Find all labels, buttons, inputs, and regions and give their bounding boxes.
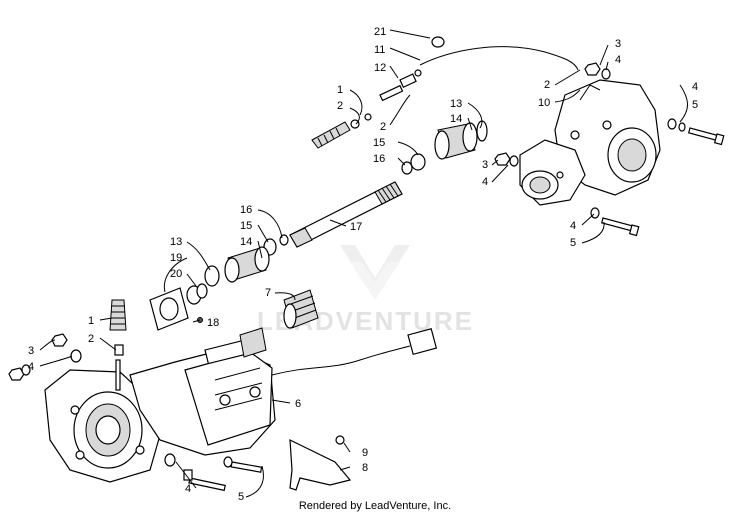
drive-shaft xyxy=(289,181,403,248)
callout-19: 19 xyxy=(170,252,182,264)
footer-credit: Rendered by LeadVenture, Inc. xyxy=(298,500,452,512)
callout-2-housing: 2 xyxy=(544,79,550,91)
shift-cable xyxy=(379,36,579,102)
callout-13-lower: 13 xyxy=(170,236,182,248)
callout-4-bolt: 4 xyxy=(692,81,698,93)
rear-gear-housing xyxy=(519,79,661,206)
callout-7: 7 xyxy=(265,287,271,299)
housing-bolt-upper xyxy=(667,118,725,146)
callout-2-cable: 2 xyxy=(380,121,386,133)
watermark-logo xyxy=(340,245,410,300)
callout-4-mid: 4 xyxy=(482,176,488,188)
bearing-plate xyxy=(149,283,208,331)
callout-4-bottom: 4 xyxy=(185,483,191,495)
callout-16-upper: 16 xyxy=(373,153,385,165)
leader-lines xyxy=(39,29,688,498)
callout-4-lower-right: 4 xyxy=(570,220,576,232)
callout-16-lower: 16 xyxy=(240,204,252,216)
callout-2-top: 2 xyxy=(337,100,343,112)
nut-washer-mid-right xyxy=(494,152,519,167)
callout-3-mid: 3 xyxy=(482,159,488,171)
callout-15-lower: 15 xyxy=(240,220,252,232)
housing-bolt-lower xyxy=(590,207,640,237)
callout-15-upper: 15 xyxy=(373,137,385,149)
callout-2-left: 2 xyxy=(88,333,94,345)
callout-20: 20 xyxy=(170,268,182,280)
callout-5-lower-right: 5 xyxy=(570,237,576,249)
callout-5-bottom: 5 xyxy=(238,491,244,503)
callout-8: 8 xyxy=(362,462,368,474)
callout-11: 11 xyxy=(374,44,385,56)
bracket-clip xyxy=(289,435,352,491)
transmission-body xyxy=(129,327,276,456)
lower-bolts xyxy=(164,453,263,492)
callout-12: 12 xyxy=(374,62,386,74)
callout-14-upper: 14 xyxy=(450,113,462,125)
callout-4-right: 4 xyxy=(615,54,621,66)
shift-lever-boot xyxy=(109,299,127,391)
callout-9: 9 xyxy=(362,447,368,459)
callout-5-bolt: 5 xyxy=(692,99,698,111)
callout-3-left: 3 xyxy=(28,345,34,357)
wire-harness xyxy=(271,328,438,376)
callout-17: 17 xyxy=(350,221,362,233)
cable-boot-top xyxy=(311,113,372,149)
callout-3-right: 3 xyxy=(615,38,621,50)
seal-rings-middle xyxy=(204,234,289,287)
rubber-boot-7 xyxy=(283,289,319,329)
callout-14-lower: 14 xyxy=(240,236,252,248)
callout-4-left: 4 xyxy=(28,361,34,373)
nut-washer-top-right xyxy=(584,62,611,80)
callout-10: 10 xyxy=(538,97,550,109)
callout-1-left: 1 xyxy=(88,315,94,327)
callout-6: 6 xyxy=(295,398,301,410)
callout-21: 21 xyxy=(374,26,386,38)
callout-1-top: 1 xyxy=(337,84,343,96)
rubber-boot-upper xyxy=(401,120,488,175)
callout-13-upper: 13 xyxy=(450,98,462,110)
front-gear-case xyxy=(44,369,161,483)
callout-18: 18 xyxy=(207,317,219,329)
nut-washer-left xyxy=(8,333,82,381)
callout-labels: 21 11 12 1 2 2 3 4 4 5 2 10 13 14 15 16 … xyxy=(28,26,698,503)
